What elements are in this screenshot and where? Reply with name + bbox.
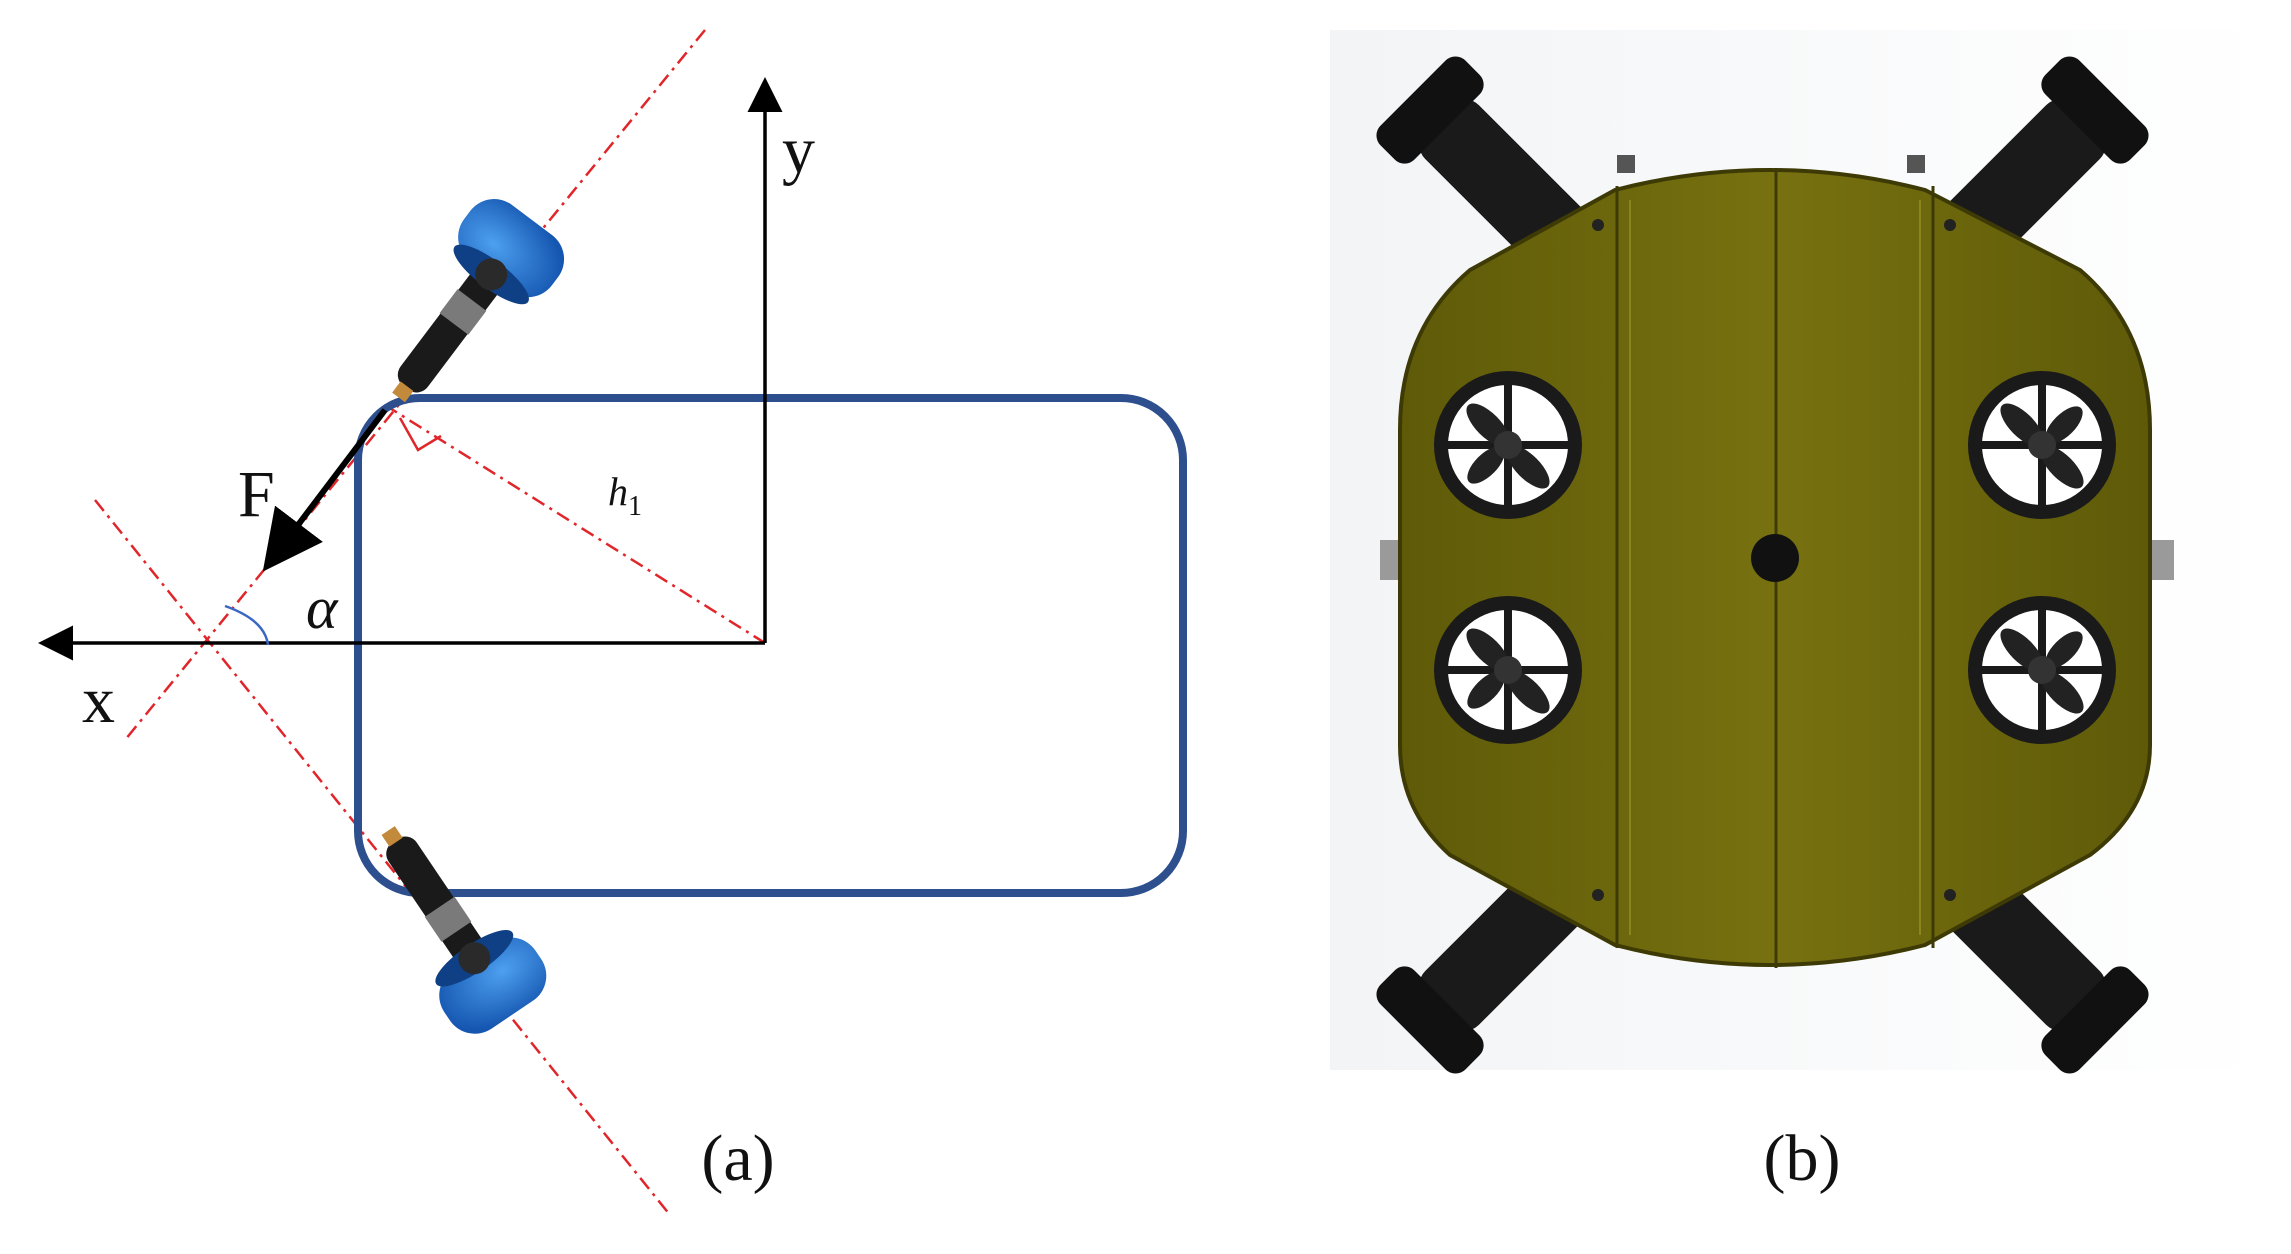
distance-label-subscript: 1 xyxy=(628,491,642,522)
panel-a: y x F α h1 (a) xyxy=(38,29,1187,1216)
y-axis-label: y xyxy=(782,114,815,187)
propeller-icon-bottom-right xyxy=(1968,596,2116,744)
force-label: F xyxy=(238,458,275,531)
thruster-axis-bottom xyxy=(94,499,671,1216)
angle-arc xyxy=(224,604,270,646)
distance-label-main: h xyxy=(608,469,628,514)
bolt xyxy=(1592,889,1604,901)
propeller-icon-bottom-left xyxy=(1434,596,1582,744)
center-hub xyxy=(1751,534,1799,582)
thruster-icon-bottom xyxy=(381,826,547,1034)
thruster-axis-top xyxy=(124,29,706,741)
panel-b: (b) xyxy=(1330,30,2270,1195)
bolt xyxy=(1944,219,1956,231)
angle-label: α xyxy=(306,575,339,641)
caption-a: (a) xyxy=(701,1122,774,1195)
vehicle-frame xyxy=(354,394,1187,897)
force-arrow xyxy=(262,408,388,572)
x-axis-label: x xyxy=(82,664,115,737)
propeller-icon-top-left xyxy=(1434,371,1582,519)
moment-arm-line xyxy=(384,403,766,645)
caption-b: (b) xyxy=(1764,1122,1841,1195)
bolt xyxy=(1592,219,1604,231)
top-tab-right xyxy=(1907,155,1925,173)
bolt xyxy=(1944,889,1956,901)
propeller-icon-top-right xyxy=(1968,371,2116,519)
thruster-icon-top xyxy=(392,199,565,403)
right-angle-marker xyxy=(398,417,442,452)
distance-label: h1 xyxy=(608,469,642,522)
top-tab-left xyxy=(1617,155,1635,173)
side-tab-right xyxy=(2148,540,2174,580)
